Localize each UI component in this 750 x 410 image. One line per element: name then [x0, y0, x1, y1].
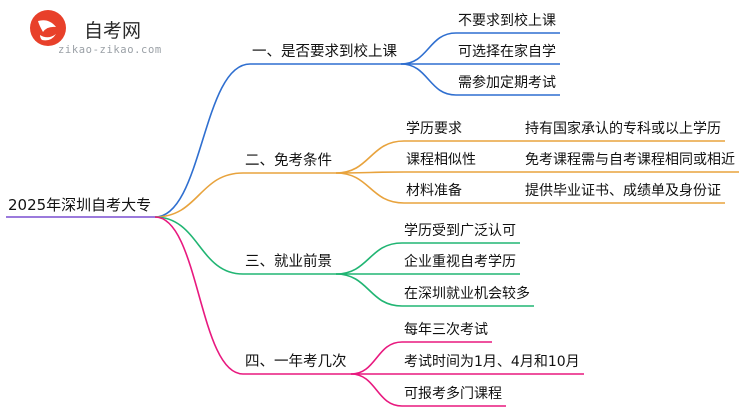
connector-line	[350, 373, 403, 407]
site-logo: 自考网 zikao-zikao.com	[22, 8, 192, 60]
detail-label-2-2: 免考课程需与自考课程相同或相近	[525, 152, 735, 168]
connector-line	[335, 172, 405, 204]
branch-label-2: 二、免考条件	[245, 153, 332, 169]
connector-line	[335, 273, 403, 307]
logo-brand-name: 自考网	[84, 20, 142, 42]
branch-label-4: 四、一年考几次	[245, 354, 347, 370]
connector-line	[335, 171, 405, 174]
leaf-label-3-2: 企业重视自考学历	[404, 254, 516, 270]
connector-line	[335, 242, 403, 275]
connector-line	[154, 216, 244, 275]
branch-label-1: 一、是否要求到校上课	[252, 44, 397, 60]
connector-line	[154, 172, 244, 218]
connector-line	[400, 32, 457, 65]
branch-label-3: 三、就业前景	[245, 254, 332, 270]
connector-line	[154, 216, 244, 375]
leaf-label-2-3: 材料准备	[406, 183, 462, 199]
connector-line	[154, 63, 251, 218]
leaf-label-4-3: 可报考多门课程	[404, 386, 502, 402]
leaf-label-1-3: 需参加定期考试	[458, 75, 556, 91]
connector-line	[400, 63, 457, 96]
leaf-label-4-2: 考试时间为1月、4月和10月	[404, 354, 580, 370]
mindmap-root-label: 2025年深圳自考大专	[8, 196, 152, 214]
connector-line	[350, 341, 403, 375]
leaf-label-4-1: 每年三次考试	[404, 322, 488, 338]
detail-label-2-1: 持有国家承认的专科或以上学历	[525, 121, 721, 137]
logo-mark-icon	[30, 10, 66, 46]
leaf-label-2-1: 学历要求	[406, 121, 462, 137]
leaf-label-3-3: 在深圳就业机会较多	[404, 286, 530, 302]
leaf-label-1-2: 可选择在家自学	[458, 44, 556, 60]
logo-sub-text: zikao-zikao.com	[58, 44, 162, 56]
leaf-label-2-2: 课程相似性	[406, 152, 476, 168]
leaf-label-3-1: 学历受到广泛认可	[404, 223, 516, 239]
leaf-label-1-1: 不要求到校上课	[458, 13, 556, 29]
connector-line	[335, 140, 405, 174]
detail-label-2-3: 提供毕业证书、成绩单及身份证	[525, 183, 721, 199]
